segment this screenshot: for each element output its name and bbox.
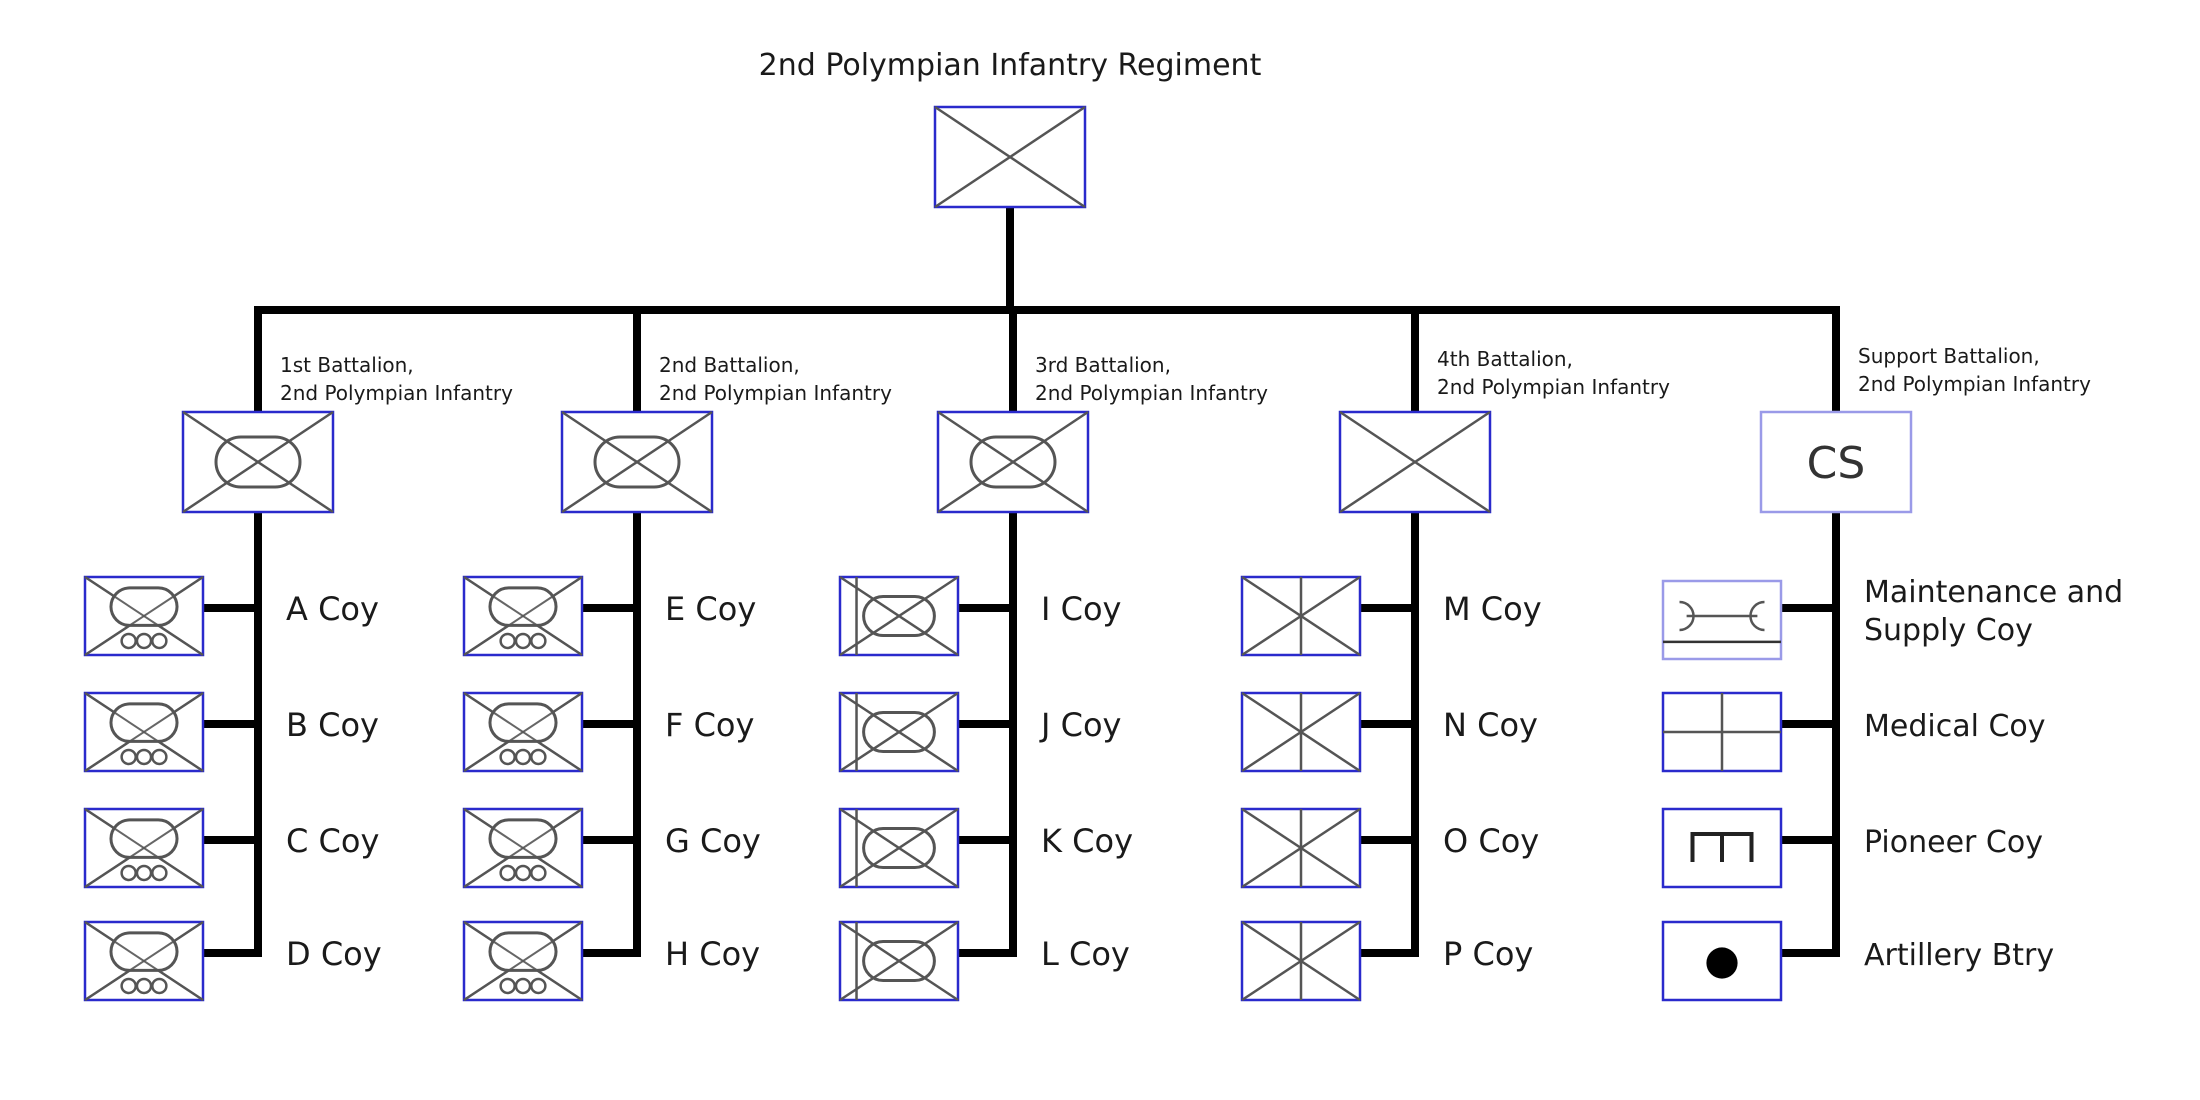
- battalion-symbol-2: [560, 410, 714, 514]
- company-label-4-4: P Coy: [1443, 935, 1533, 973]
- battalion-symbol-3: [936, 410, 1090, 514]
- battalion-label-4-line1: 4th Battalion,: [1437, 347, 1573, 371]
- company-label-4-3: O Coy: [1443, 822, 1539, 860]
- battalion-label-2-line2: 2nd Polympian Infantry: [659, 381, 892, 405]
- company-symbol-1-4: [83, 920, 205, 1002]
- company-symbol-4-3: [1240, 807, 1362, 889]
- company-symbol-4-2: [1240, 691, 1362, 773]
- battalion-label-4-line2: 2nd Polympian Infantry: [1437, 375, 1670, 399]
- company-label-3-1: I Coy: [1041, 590, 1121, 628]
- battalion-symbol-1: [181, 410, 335, 514]
- company-label-2-2: F Coy: [665, 706, 754, 744]
- company-label-3-3: K Coy: [1041, 822, 1133, 860]
- company-label-1-4: D Coy: [286, 935, 382, 973]
- company-label-5-1-line1: Maintenance and: [1864, 575, 2123, 610]
- company-symbol-4-4: [1240, 920, 1362, 1002]
- company-label-5-2: Medical Coy: [1864, 709, 2046, 744]
- battalion-label-1-line2: 2nd Polympian Infantry: [280, 381, 513, 405]
- company-label-4-2: N Coy: [1443, 706, 1538, 744]
- regiment-title: 2nd Polympian Infantry Regiment: [759, 48, 1262, 83]
- company-label-3-2: J Coy: [1039, 706, 1121, 744]
- company-symbol-1-1: [83, 575, 205, 657]
- company-label-2-3: G Coy: [665, 822, 761, 860]
- company-symbol-3-4: [838, 920, 960, 1002]
- company-symbol-3-3: [838, 807, 960, 889]
- battalion-label-5-line2: 2nd Polympian Infantry: [1858, 372, 2091, 396]
- company-symbol-2-4: [462, 920, 584, 1002]
- company-symbol-3-1: [838, 575, 960, 657]
- company-symbol-5-3: [1661, 807, 1783, 889]
- company-symbol-3-2: [838, 691, 960, 773]
- company-label-1-3: C Coy: [286, 822, 379, 860]
- company-label-1-1: A Coy: [286, 590, 379, 628]
- company-symbol-1-2: [83, 691, 205, 773]
- company-symbol-5-4: [1661, 920, 1783, 1002]
- company-symbol-2-2: [462, 691, 584, 773]
- battalion-symbol-4: [1338, 410, 1492, 514]
- company-symbol-2-3: [462, 807, 584, 889]
- battalion-label-2-line1: 2nd Battalion,: [659, 353, 800, 377]
- company-symbol-5-1: [1661, 579, 1783, 661]
- company-label-2-4: H Coy: [665, 935, 760, 973]
- cs-symbol-text: CS: [1807, 438, 1866, 489]
- regiment-symbol: [933, 105, 1087, 209]
- company-label-5-4: Artillery Btry: [1864, 938, 2054, 973]
- company-symbol-4-1: [1240, 575, 1362, 657]
- company-label-2-1: E Coy: [665, 590, 756, 628]
- company-label-5-1-line2: Supply Coy: [1864, 613, 2033, 648]
- company-label-1-2: B Coy: [286, 706, 379, 744]
- company-symbol-2-1: [462, 575, 584, 657]
- company-symbol-1-3: [83, 807, 205, 889]
- battalion-label-3-line2: 2nd Polympian Infantry: [1035, 381, 1268, 405]
- company-label-4-1: M Coy: [1443, 590, 1542, 628]
- battalion-label-5-line1: Support Battalion,: [1858, 344, 2040, 368]
- battalion-label-1-line1: 1st Battalion,: [280, 353, 414, 377]
- company-symbol-5-2: [1661, 691, 1783, 773]
- battalion-label-3-line1: 3rd Battalion,: [1035, 353, 1171, 377]
- company-label-3-4: L Coy: [1041, 935, 1130, 973]
- company-label-5-3: Pioneer Coy: [1864, 825, 2043, 860]
- battalion-symbol-5: CS: [1759, 410, 1913, 514]
